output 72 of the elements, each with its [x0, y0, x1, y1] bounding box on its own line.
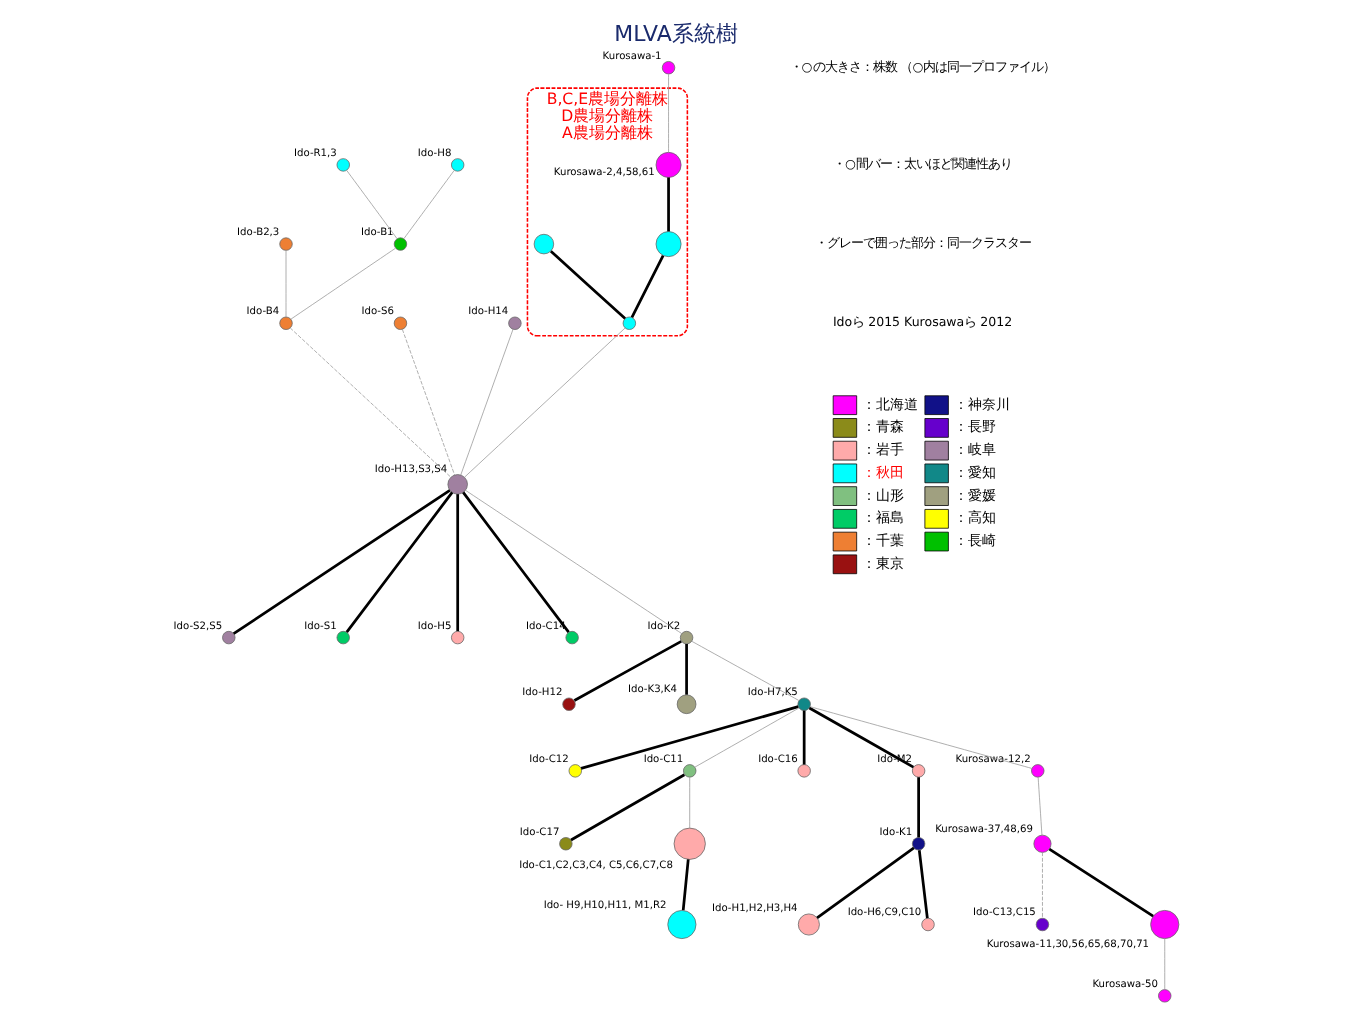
connector — [689, 776, 691, 829]
node-circle — [279, 237, 293, 251]
connector — [1164, 938, 1166, 990]
node-circle — [1033, 834, 1052, 853]
node-circle — [565, 630, 579, 645]
connector — [456, 494, 460, 632]
connector — [580, 705, 799, 770]
node-circle — [683, 764, 697, 778]
connector — [232, 489, 451, 635]
node-circle — [559, 837, 573, 851]
node-circle — [562, 697, 576, 711]
connector — [668, 73, 669, 153]
connector — [685, 643, 688, 695]
node-circle — [921, 917, 935, 932]
connector — [285, 250, 287, 318]
connector — [808, 706, 915, 769]
connector — [667, 177, 670, 232]
connector — [809, 706, 1033, 769]
node-circle — [451, 158, 465, 172]
node-circle — [279, 316, 293, 330]
node-circle — [676, 694, 697, 715]
node-circle — [797, 764, 811, 778]
connector — [402, 328, 455, 476]
connector — [462, 491, 570, 633]
node-circle — [797, 697, 811, 711]
node-circle — [1031, 764, 1045, 778]
node-circle — [622, 316, 636, 330]
connector — [694, 707, 800, 768]
node-circle — [679, 630, 694, 645]
connector — [550, 250, 626, 320]
connector — [917, 850, 929, 919]
connector — [346, 169, 398, 239]
connector — [289, 327, 452, 478]
connector — [630, 255, 665, 319]
connector — [681, 859, 690, 911]
node-circle — [667, 910, 697, 939]
connector — [917, 777, 920, 838]
connector — [802, 710, 806, 765]
node-circle — [451, 630, 465, 645]
node-circle — [797, 913, 820, 936]
node-circle — [911, 837, 926, 851]
node-circle — [655, 152, 682, 178]
connector — [573, 640, 682, 702]
node-circle — [655, 231, 682, 257]
node-circle — [1158, 989, 1172, 1003]
node-circle — [222, 630, 236, 645]
node-circle — [1035, 917, 1050, 932]
connector — [1042, 852, 1043, 919]
node-circle — [911, 764, 926, 778]
connector — [465, 489, 683, 634]
connector — [816, 846, 915, 919]
connector — [460, 328, 514, 476]
connector — [403, 169, 455, 239]
node-circle — [673, 827, 706, 860]
node-circle — [393, 237, 408, 251]
node-circle — [533, 233, 555, 255]
connector — [570, 773, 686, 842]
node-circle — [1150, 910, 1180, 939]
connector — [345, 491, 454, 633]
connector — [1048, 847, 1154, 918]
connector — [1037, 776, 1043, 836]
diagram-title: MLVA系統樹 — [614, 20, 738, 47]
node-circle — [336, 630, 350, 645]
node-circle — [393, 316, 408, 330]
connector — [290, 247, 396, 320]
node-circle — [447, 474, 468, 495]
node-circle — [661, 61, 676, 75]
connector — [464, 327, 626, 478]
node-circle — [336, 158, 350, 172]
node-circle — [568, 764, 582, 778]
connector — [691, 640, 800, 701]
node-circle — [508, 316, 522, 330]
